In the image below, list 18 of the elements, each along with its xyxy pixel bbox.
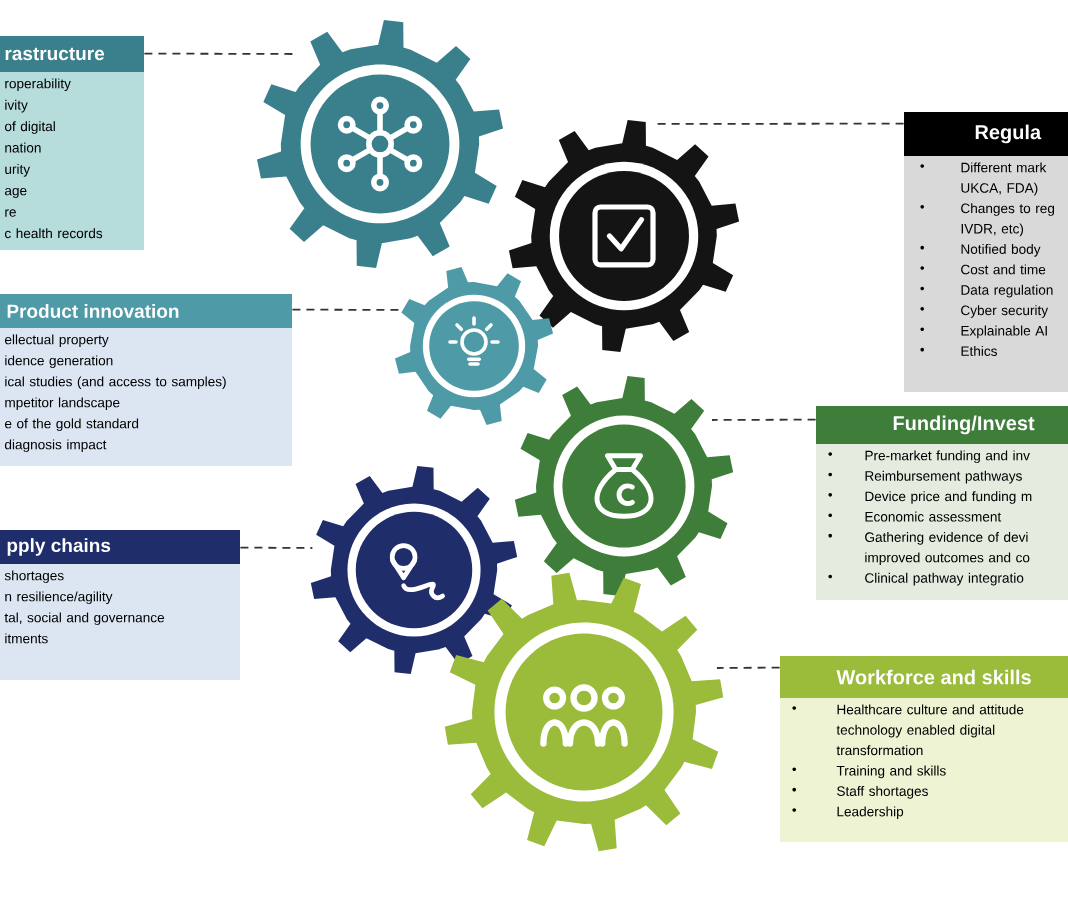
connector-line — [716, 666, 781, 669]
gear-drawing — [444, 572, 724, 852]
connector-line — [291, 308, 404, 311]
gear-drawing — [257, 20, 504, 268]
header-bar: Workforce and skills — [780, 656, 1068, 698]
header-bar: rastructure — [0, 36, 144, 72]
gear-drawing — [395, 266, 554, 425]
connector-line — [239, 546, 314, 549]
connector-line — [653, 122, 905, 125]
header-bar: Product innovation — [0, 294, 292, 328]
header-bar: Funding/Invest — [816, 406, 1068, 444]
connector-line — [143, 52, 296, 55]
gear-drawing — [514, 376, 734, 596]
header-bar: pply chains — [0, 530, 240, 564]
header-bar: Regula — [904, 112, 1068, 156]
gear-drawing — [310, 466, 518, 674]
connector-line — [711, 418, 817, 421]
gear-drawing — [508, 120, 740, 352]
